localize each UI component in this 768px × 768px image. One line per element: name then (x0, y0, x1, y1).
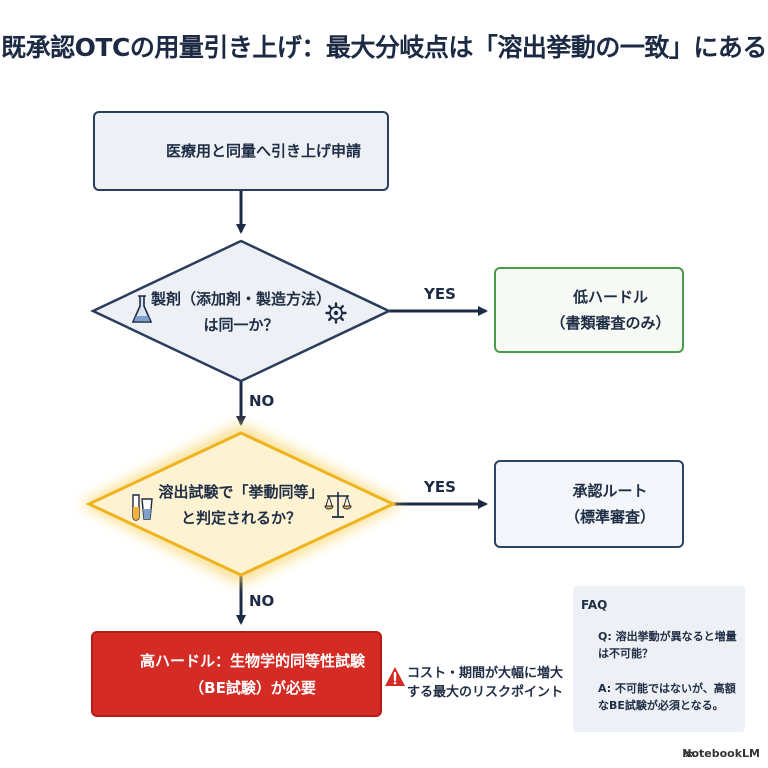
decision1-yes-label: YES (424, 285, 456, 303)
high-hurdle-text: 高ハードル：生物学的同等性試験 （BE試験）が必要 (130, 648, 375, 702)
decision1-line1: 製剤（添加剤・製造方法） (151, 290, 332, 308)
low-hurdle-line2: （書類審査のみ） (550, 314, 671, 332)
low-hurdle-text: 低ハードル （書類審査のみ） (543, 284, 678, 336)
high-hurdle-line2: （BE試験）が必要 (189, 679, 316, 697)
scales-icon (324, 492, 352, 518)
approval-route-line2: （標準審査） (564, 508, 655, 526)
decision2-line1: 溶出試験で「挙動同等」 (158, 483, 324, 501)
brand-label: NotebookLM (682, 747, 760, 760)
start-label: 医療用と同量へ引き上げ申請 (166, 142, 362, 160)
decision1-diamond (90, 239, 392, 383)
low-hurdle-line1: 低ハードル (572, 288, 648, 306)
test-tubes-icon (132, 494, 153, 521)
risk-note-line2: する最大のリスクポイント (407, 685, 564, 700)
page-title: 既承認OTCの用量引き上げ：最大分岐点は「溶出挙動の一致」にある (1, 33, 767, 62)
decision1-no-label: NO (249, 392, 275, 410)
decision2-text: 溶出試験で「挙動同等」 と判定されるか？ (156, 479, 326, 531)
decision1-line2: は同一か？ (203, 316, 279, 334)
warning-triangle-icon (385, 667, 405, 686)
faq-answer: A: 不可能ではないが、高額なBE試験が必須となる。 (598, 682, 736, 712)
start-box (93, 111, 389, 191)
risk-note-line1: コスト・期間が大幅に増大 (407, 666, 564, 681)
decision2-no-label: NO (249, 592, 275, 610)
faq-title: FAQ (581, 598, 608, 612)
decision2-yes-label: YES (424, 478, 456, 496)
approval-route-line1: 承認ルート (572, 482, 648, 500)
high-hurdle-line1: 高ハードル：生物学的同等性試験 (139, 652, 365, 670)
low-hurdle-box (494, 267, 684, 353)
faq-question: Q: 溶出挙動が異なると増量は不可能？ (598, 630, 737, 660)
decision1-text: 製剤（添加剤・製造方法） は同一か？ (151, 286, 331, 338)
decision2-line2: と判定されるか？ (180, 509, 301, 527)
notebooklm-logo-icon (683, 751, 695, 758)
decision2-diamond (85, 431, 397, 577)
approval-route-text: 承認ルート （標準審査） (545, 478, 675, 530)
high-hurdle-box (91, 631, 382, 717)
flask-icon (131, 295, 153, 323)
faq-panel: FAQ (573, 586, 745, 732)
gear-icon (325, 302, 347, 324)
risk-note: コスト・期間が大幅に増大 する最大のリスクポイント (407, 664, 563, 702)
approval-route-box (494, 460, 684, 548)
